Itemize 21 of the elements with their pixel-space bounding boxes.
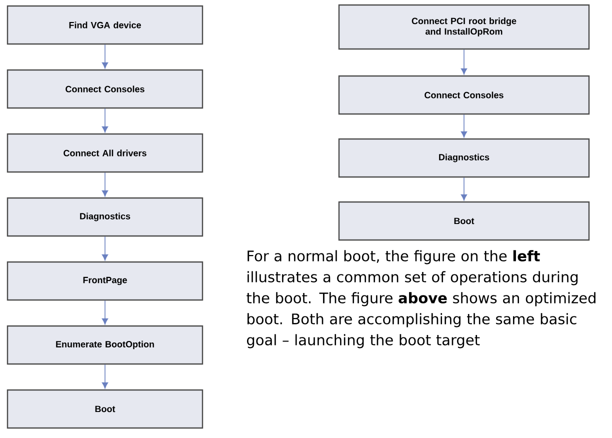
process-box: Connect PCI root bridge and InstallOpRom (338, 4, 590, 50)
arrow (102, 108, 108, 133)
arrow (102, 236, 108, 261)
process-box: Enumerate BootOption (6, 325, 204, 365)
description-paragraph: For a normal boot, the figure on the left illustrates a common set of operations during the boot. The figure above shows an optimized boot. Both are accomplishing the same basic goal – launching the boot target (246, 250, 596, 348)
process-box: Connect All drivers (6, 133, 204, 173)
arrow (460, 114, 468, 138)
arrow (102, 300, 108, 325)
process-box: FrontPage (6, 261, 204, 301)
process-box: Connect Consoles (6, 69, 204, 109)
process-box: Diagnostics (338, 138, 590, 178)
arrow (460, 49, 468, 75)
arrow (460, 177, 468, 201)
process-box: Boot (338, 201, 590, 241)
process-box: Boot (6, 389, 204, 429)
process-box: Connect Consoles (338, 75, 590, 115)
arrow (102, 44, 108, 69)
arrow (102, 172, 108, 197)
process-box: Diagnostics (6, 197, 204, 237)
process-box: Find VGA device (6, 5, 204, 45)
arrow (102, 364, 108, 389)
